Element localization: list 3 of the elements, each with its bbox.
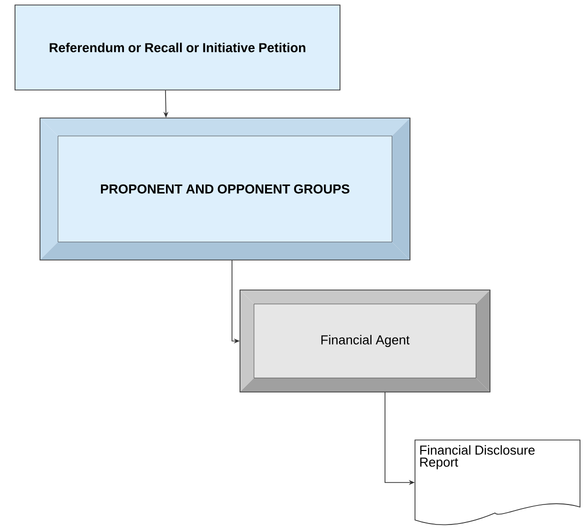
process-box: Referendum or Recall or Initiative Petition: [14, 4, 340, 90]
beveled-box: Financial Agent: [240, 290, 490, 392]
beveled-box: PROPONENT AND OPPONENT GROUPS: [40, 118, 410, 260]
